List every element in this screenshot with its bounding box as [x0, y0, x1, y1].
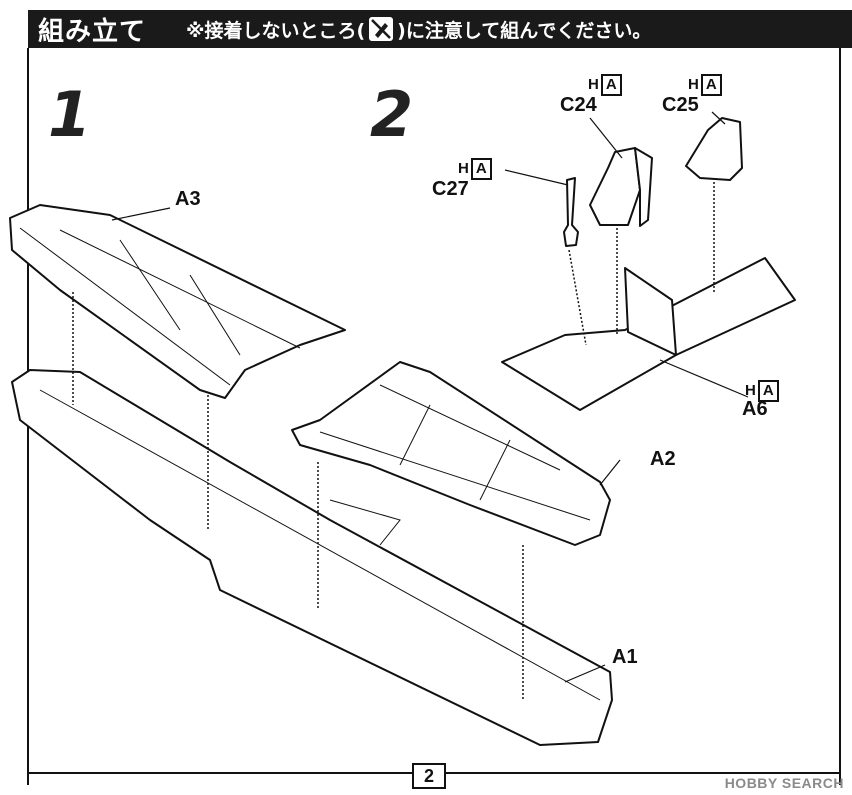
- part-a3-left-wing: [9, 204, 346, 399]
- label-c24: C24: [560, 94, 597, 116]
- runner-box: A: [700, 74, 722, 96]
- note-prefix: ※接着しないところ(: [186, 19, 366, 42]
- part-a1-lower-wing: [11, 369, 613, 746]
- page-number: 2: [412, 763, 446, 789]
- label-a6: A6: [742, 398, 768, 420]
- part-c25-seat: [685, 117, 743, 181]
- part-a6-bulkhead: [624, 267, 677, 356]
- step-number-1: 1: [48, 78, 92, 151]
- label-c25: C25: [662, 94, 699, 116]
- label-a3: A3: [175, 188, 201, 210]
- watermark-logo: HOBBY SEARCH: [724, 775, 844, 791]
- runner-letter: H: [688, 76, 699, 93]
- runner-box: A: [470, 158, 492, 180]
- label-c27: C27: [432, 178, 469, 200]
- title-bar: 組み立て ※接着しないところ( )に注意して組んでください。: [28, 10, 852, 48]
- runner-letter: H: [745, 382, 756, 399]
- runner-box: A: [600, 74, 622, 96]
- step-number-2: 2: [370, 78, 414, 151]
- label-a2: A2: [650, 448, 676, 470]
- runner-letter: H: [458, 160, 469, 177]
- part-c24-seat-back: [634, 147, 653, 227]
- part-a2-right-wing: [291, 361, 611, 546]
- part-c24-seat: [589, 147, 641, 226]
- note-suffix: )に注意して組んでください。: [397, 19, 652, 42]
- section-title: 組み立て: [38, 16, 147, 47]
- runner-box: A: [757, 380, 779, 402]
- glue-caution-note: ※接着しないところ( )に注意して組んでください。: [186, 16, 651, 43]
- label-a1: A1: [612, 646, 638, 668]
- no-glue-icon: [369, 17, 394, 41]
- part-c27-control-stick: [563, 177, 579, 247]
- runner-letter: H: [588, 76, 599, 93]
